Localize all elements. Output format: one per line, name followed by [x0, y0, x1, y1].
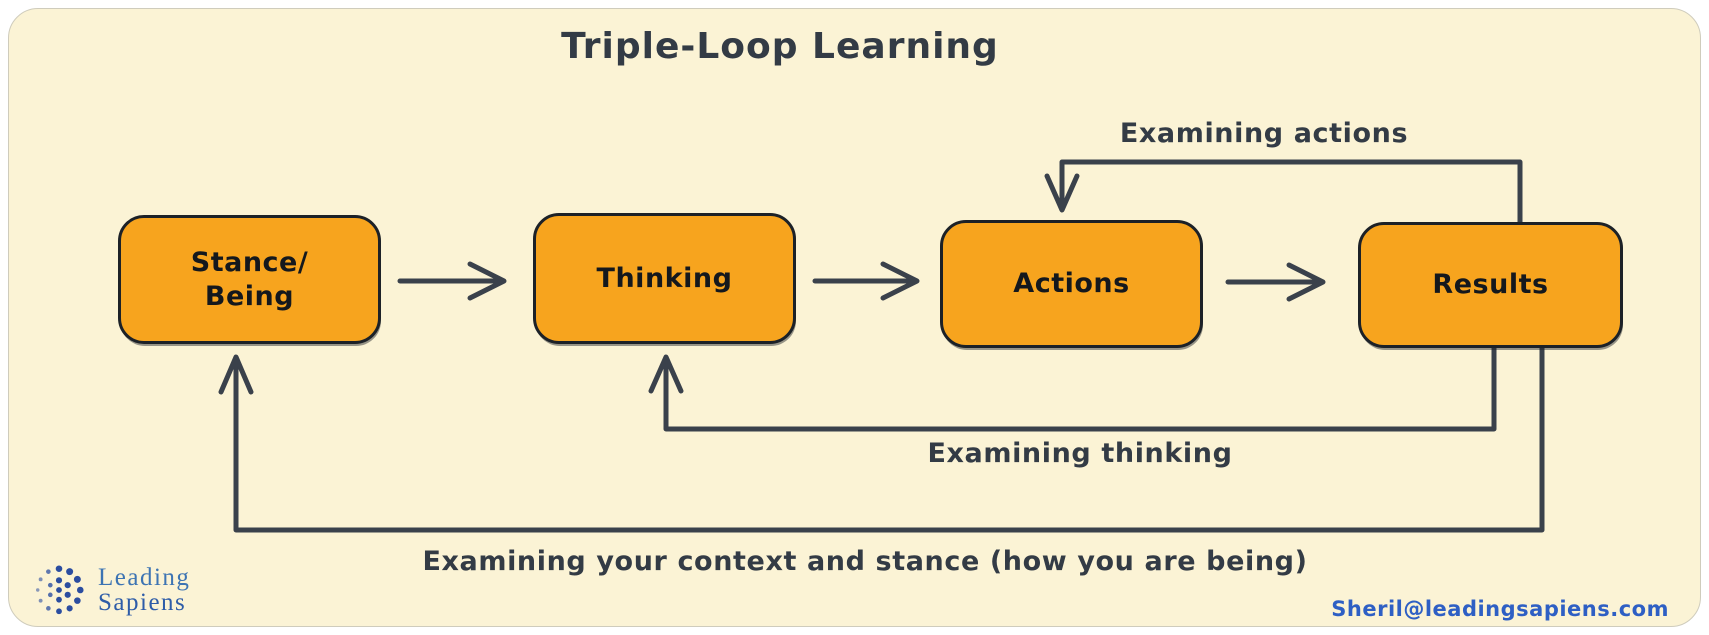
loop-label-examining-thinking: Examining thinking — [927, 438, 1233, 469]
page-title: Triple-Loop Learning — [561, 26, 999, 67]
loop-label-examining-context: Examining your context and stance (how y… — [422, 546, 1308, 577]
node-actions: Actions — [940, 220, 1203, 348]
logo-dots-icon — [35, 565, 84, 615]
logo-line1: Leading — [98, 564, 191, 591]
node-thinking: Thinking — [533, 213, 796, 344]
loop-label-examining-actions: Examining actions — [1119, 118, 1409, 149]
node-results: Results — [1358, 222, 1623, 348]
logo-wordmark: Leading Sapiens — [98, 565, 190, 615]
contact-email: Sheril@leadingsapiens.com — [1331, 597, 1669, 621]
leading-sapiens-logo: Leading Sapiens — [30, 561, 190, 619]
logo-line2: Sapiens — [98, 589, 187, 616]
node-stance-being: Stance/ Being — [118, 215, 381, 344]
